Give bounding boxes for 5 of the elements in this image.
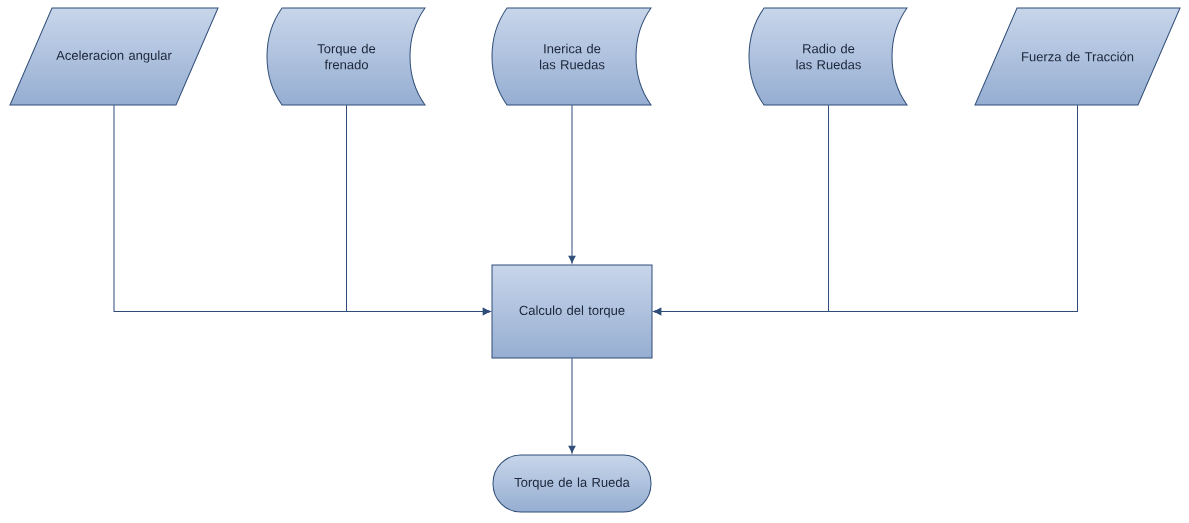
arrow — [568, 357, 576, 454]
arrow — [346, 104, 491, 316]
arrow — [568, 104, 576, 264]
process-box: Calculo del torque — [491, 264, 653, 359]
arrow — [653, 104, 1078, 316]
